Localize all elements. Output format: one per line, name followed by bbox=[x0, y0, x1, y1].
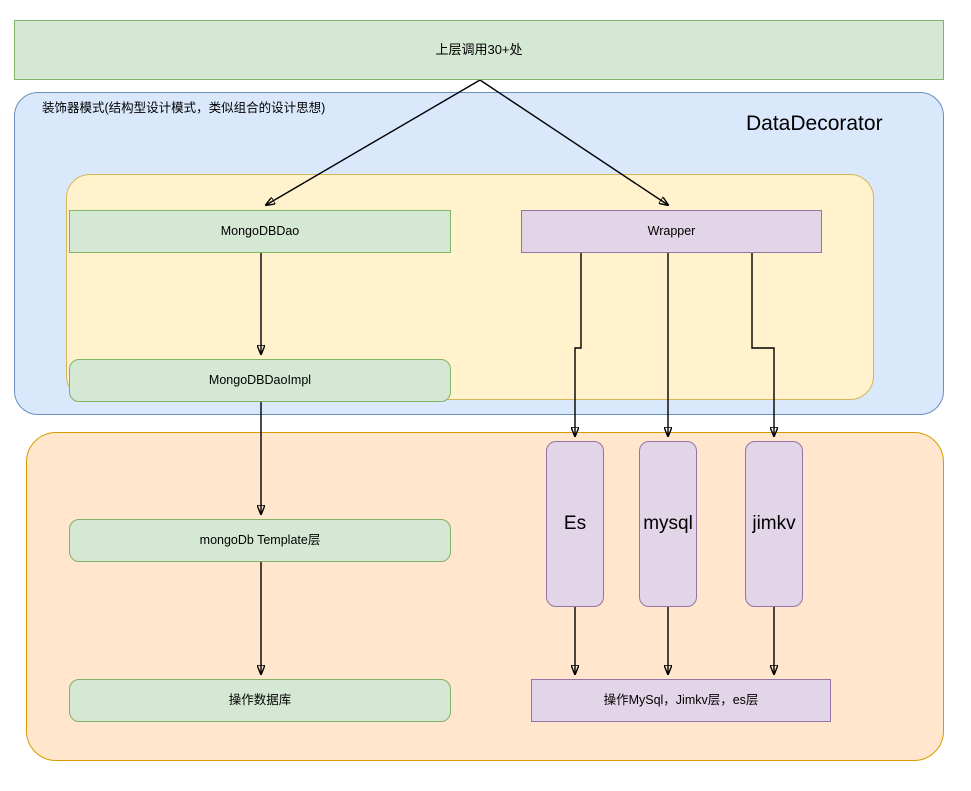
node-mongodbdaoimpl[interactable]: MongoDBDaoImpl bbox=[69, 359, 451, 402]
node-es[interactable]: Es bbox=[546, 441, 604, 607]
node-wrapper[interactable]: Wrapper bbox=[521, 210, 822, 253]
data-decorator-title: DataDecorator bbox=[746, 112, 883, 135]
node-operate-stores[interactable]: 操作MySql，Jimkv层，es层 bbox=[531, 679, 831, 722]
node-jimkv[interactable]: jimkv bbox=[745, 441, 803, 607]
node-mysql[interactable]: mysql bbox=[639, 441, 697, 607]
upper-layer-caller-node[interactable]: 上层调用30+处 bbox=[14, 20, 944, 80]
node-mongodb-template[interactable]: mongoDb Template层 bbox=[69, 519, 451, 562]
decorator-mode-label: 装饰器模式(结构型设计模式，类似组合的设计思想) bbox=[42, 101, 326, 115]
node-operate-database[interactable]: 操作数据库 bbox=[69, 679, 451, 722]
node-mongodbdao[interactable]: MongoDBDao bbox=[69, 210, 451, 253]
